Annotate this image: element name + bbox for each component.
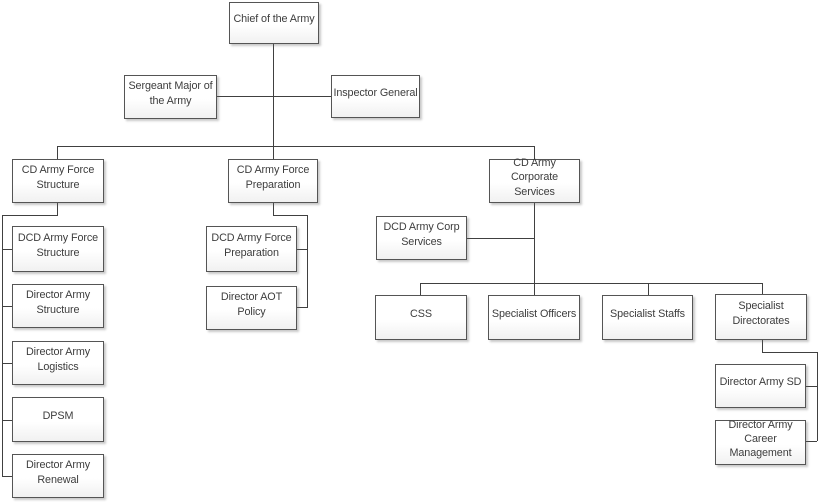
connector-drop-cd-afp [273,146,274,159]
connector-afs-down [57,203,58,215]
node-label: CD Army Force Preparation [236,164,310,191]
connector-sd-down [762,340,763,352]
node-label: Inspector General [333,86,418,99]
node-label: CD Army Force Structure [21,164,95,191]
node-label: Director Army Structure [25,289,91,316]
node-label: CSS [410,307,432,320]
node-label: Chief of the Army [233,13,315,26]
node-label: CD Army Corporate Services [510,157,559,198]
node-css: CSS [375,295,467,340]
node-label: Director AOT Policy [220,291,283,318]
node-dcd-army-force-preparation: DCD Army Force Preparation [206,226,297,272]
node-inspector-general: Inspector General [331,75,420,118]
connector-sd-rail [817,352,818,441]
connector-drop-ss [648,283,649,295]
node-label: Sergeant Major of the Army [128,80,213,107]
node-director-army-structure: Director Army Structure [12,284,104,328]
node-specialist-staffs: Specialist Staffs [602,295,693,340]
node-label: Specialist Directorates [732,300,790,327]
node-cd-army-force-structure: CD Army Force Structure [12,159,104,203]
node-label: Specialist Officers [491,307,577,320]
node-director-army-career-management: Director Army Career Management [715,418,806,465]
connector-assistants [217,96,331,97]
connector-afp-rail [307,215,308,308]
connector-drop-so [534,283,535,295]
node-chief-of-the-army: Chief of the Army [229,2,319,44]
connector-drop-sd [762,283,763,295]
connector-afp-elbow [273,215,308,216]
node-label: DPSM [42,409,74,422]
node-label: DCD Army Force Preparation [211,232,292,259]
node-label: Specialist Staffs [610,307,685,320]
connector-stub-dir-sd [806,386,817,387]
node-label: Director Army Renewal [25,459,91,486]
node-label: DCD Army Corp Services [383,221,460,248]
node-label: DCD Army Force Structure [17,232,99,259]
node-director-army-sd: Director Army SD [715,364,806,408]
connector-afp-down [273,203,274,215]
node-dpsm: DPSM [12,397,104,442]
node-director-aot-policy: Director AOT Policy [206,286,297,330]
connector-stub-dir-ar [2,476,12,477]
connector-drop-cd-afs [57,146,58,159]
connector-sd-elbow [762,352,818,353]
connector-acs-branch [420,283,762,284]
node-sergeant-major: Sergeant Major of the Army [124,75,217,119]
connector-main-branch [57,146,535,147]
connector-stub-dpsm [2,420,12,421]
connector-stub-dcd-acs [467,238,534,239]
node-label: Director Army SD [719,376,802,389]
node-dcd-army-corp-services: DCD Army Corp Services [376,216,467,260]
node-label: Director Army Logistics [25,346,91,373]
connector-stub-dir-al [2,363,12,364]
node-label: Director Army Career Management [728,418,793,460]
connector-stub-dir-as [2,306,12,307]
connector-acs-down [534,203,535,283]
connector-stub-dir-cm [806,441,817,442]
node-specialist-directorates: Specialist Directorates [715,294,807,340]
node-director-army-logistics: Director Army Logistics [12,341,104,385]
node-cd-army-force-preparation: CD Army Force Preparation [228,159,318,203]
connector-stub-dcd-afp [297,249,307,250]
node-director-army-renewal: Director Army Renewal [12,454,104,498]
node-cd-army-corporate-services: CD Army Corporate Services [489,157,580,203]
node-specialist-officers: Specialist Officers [488,295,580,340]
connector-stub-dir-aot [297,307,307,308]
connector-drop-css [420,283,421,295]
connector-afs-elbow [2,215,58,216]
connector-stub-dcd-afs [2,249,12,250]
node-dcd-army-force-structure: DCD Army Force Structure [12,226,104,272]
connector-chief-trunk [273,44,274,146]
connector-afs-rail [2,215,3,476]
connector-drop-cd-acs [534,146,535,159]
